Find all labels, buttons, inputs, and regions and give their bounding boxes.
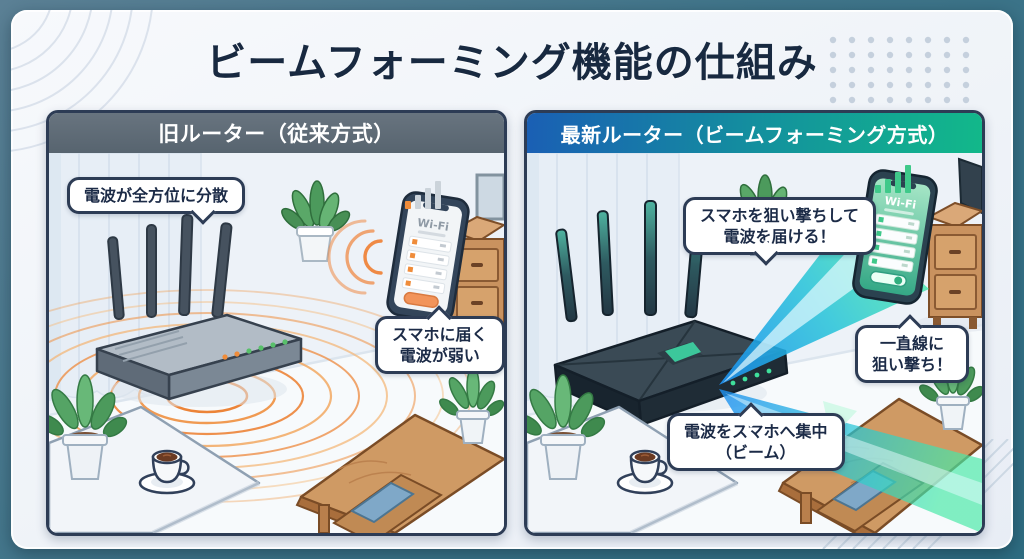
panel-new-header-label: 最新ルーター（ビームフォーミング方式） xyxy=(560,122,949,147)
bubble-straight-shot: 一直線に 狙い撃ち！ xyxy=(855,314,970,384)
router-glow-accent xyxy=(665,342,701,362)
bubble-disperse: 電波が全方位に分散 xyxy=(67,177,246,225)
wooden-table xyxy=(295,366,504,533)
phone-screen-wifi-label: Wi-Fi xyxy=(884,194,917,212)
page-title: ビームフォーミング機能の仕組み xyxy=(206,40,818,86)
old-router-illustration xyxy=(95,214,303,401)
small-plant xyxy=(49,374,128,480)
bubble-weak-signal: スマホに届く 電波が弱い xyxy=(375,305,504,375)
phone-screen-wifi-label: Wi-Fi xyxy=(416,216,449,234)
smartphone-illustration: Wi-Fi xyxy=(852,169,938,305)
infographic-card: ビームフォーミング機能の仕組み 旧ルーター（従来方式） xyxy=(11,10,1013,549)
weak-signal-bars-icon xyxy=(405,181,441,209)
nightstand xyxy=(917,157,982,332)
phone-network-list xyxy=(401,235,452,295)
bubble-target-smartphone: スマホを狙い撃ちして 電波を届ける！ xyxy=(683,197,877,266)
table-plant xyxy=(439,366,504,444)
router-led-lights xyxy=(222,339,288,360)
coffee-table xyxy=(527,374,739,533)
potted-plant xyxy=(281,180,351,262)
panel-old-header-label: 旧ルーター（従来方式） xyxy=(158,122,395,146)
coffee-cup xyxy=(138,449,196,495)
coffee-cup xyxy=(616,449,674,495)
strong-signal-bars-icon xyxy=(875,165,911,193)
coffee-table xyxy=(49,374,261,533)
small-plant xyxy=(527,374,606,480)
old-router-scene: Wi-Fi xyxy=(49,153,504,533)
panel-old-header: 旧ルーター（従来方式） xyxy=(49,113,504,153)
weak-wave-arcs xyxy=(327,219,383,295)
panel-new-router: 最新ルーター（ビームフォーミング方式） xyxy=(524,110,985,536)
panel-old-router: 旧ルーター（従来方式） xyxy=(46,110,507,536)
book xyxy=(350,481,415,524)
router-led-lights xyxy=(730,368,772,386)
panel-new-header: 最新ルーター（ビームフォーミング方式） xyxy=(527,113,982,153)
bubble-focus-beam: 電波をスマホへ集中 （ビーム） xyxy=(667,402,845,472)
